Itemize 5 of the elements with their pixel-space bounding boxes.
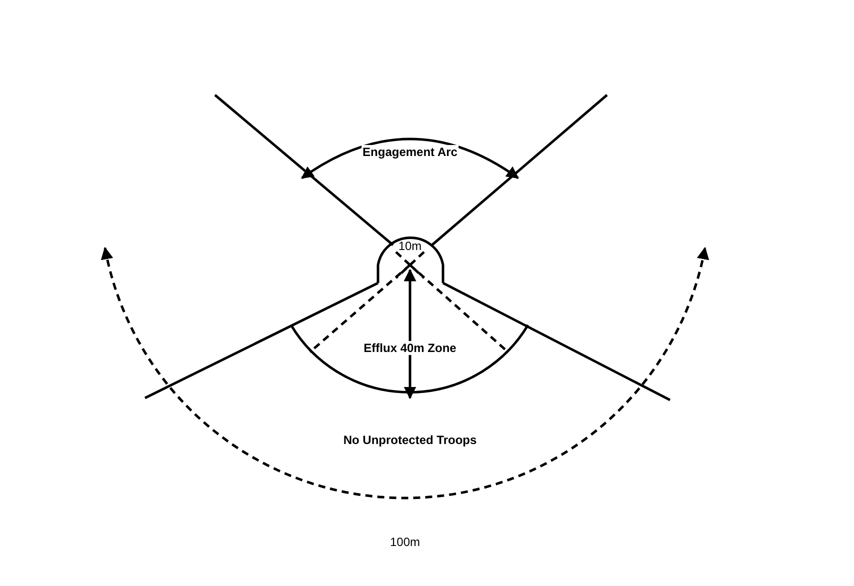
zone-label: Efflux 40m Zone [362, 341, 458, 355]
dimension-label: 10m [397, 239, 423, 253]
diagram-label: Engagement Arc [362, 145, 458, 159]
zone-label: No Unprotected Troops [342, 433, 478, 447]
dimension-label: 100m [388, 535, 422, 549]
